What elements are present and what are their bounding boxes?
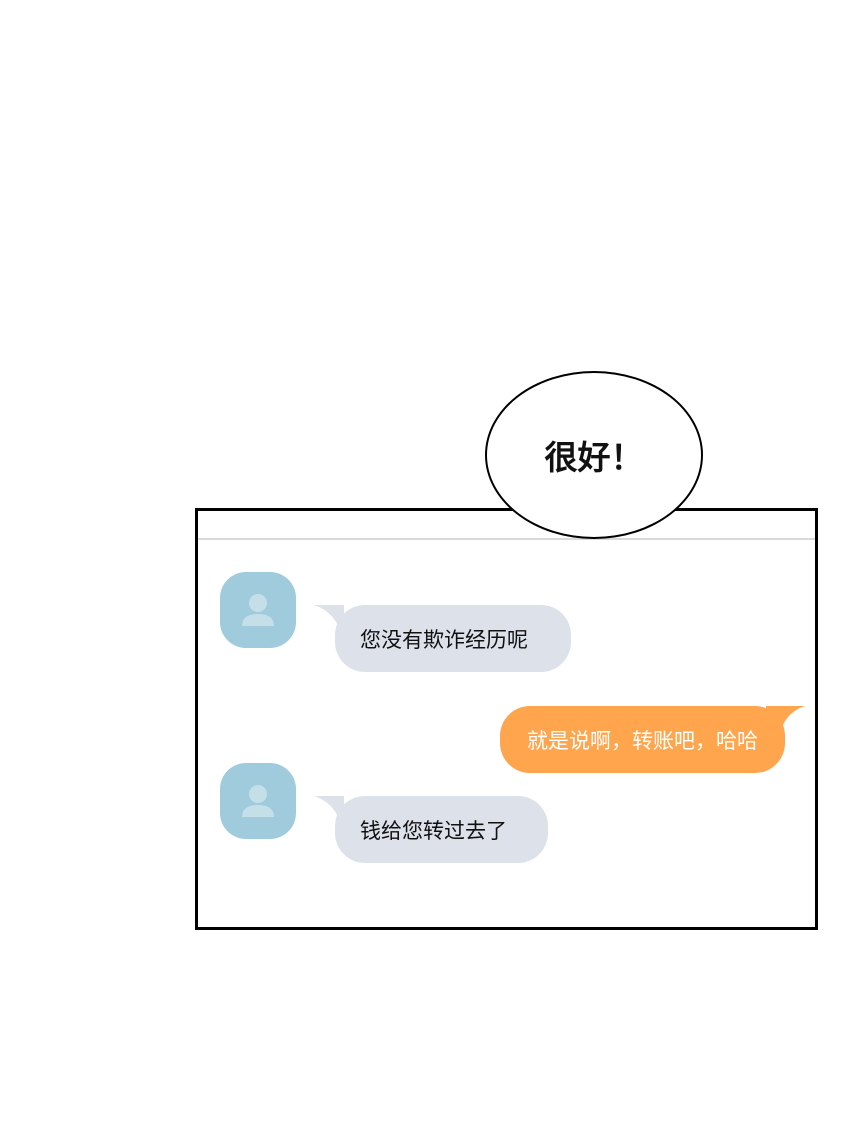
- message-text: 您没有欺诈经历呢: [360, 627, 528, 652]
- message-bubble-outgoing: 就是说啊，转账吧，哈哈: [500, 706, 785, 773]
- avatar-icon[interactable]: [220, 572, 296, 648]
- bubble-tail: [314, 605, 344, 645]
- speech-text: 很好！: [544, 438, 644, 477]
- message-bubble-incoming: 钱给您转过去了: [335, 796, 548, 863]
- bubble-tail: [314, 796, 344, 836]
- message-bubble-incoming: 您没有欺诈经历呢: [335, 605, 571, 672]
- avatar-icon[interactable]: [220, 763, 296, 839]
- speech-bubble: 很好！: [485, 371, 703, 539]
- message-text: 钱给您转过去了: [360, 818, 507, 843]
- message-text: 就是说啊，转账吧，哈哈: [527, 728, 758, 753]
- header-divider: [198, 538, 815, 540]
